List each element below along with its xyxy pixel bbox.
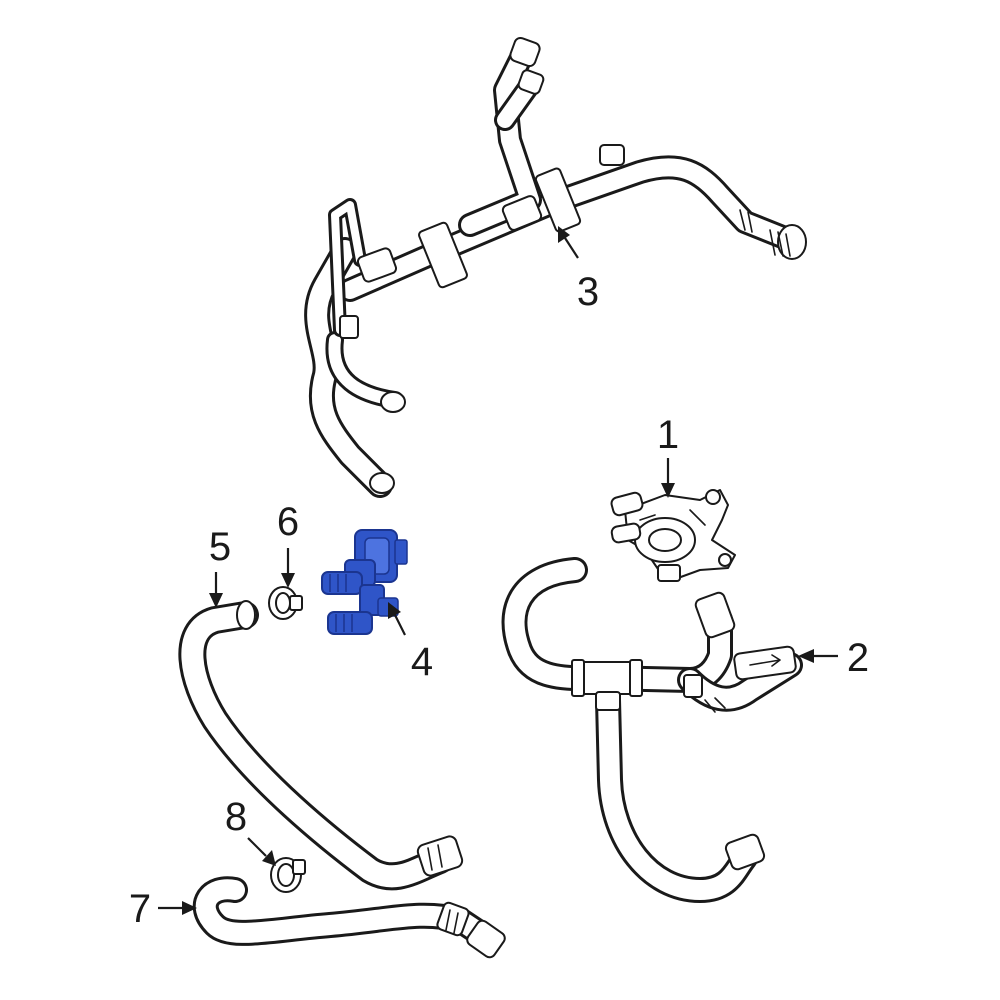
part-4-coolant-valve[interactable] — [321, 529, 408, 635]
part-2-lower-hose-assembly[interactable] — [501, 557, 803, 903]
part-1-water-pump[interactable] — [610, 489, 736, 582]
part-5-hose[interactable] — [178, 600, 464, 891]
part-6-hose-clamp[interactable] — [268, 586, 303, 620]
callout-6: 6 — [277, 500, 299, 544]
part-8-hose-clamp[interactable] — [270, 857, 306, 893]
callout-4: 4 — [411, 640, 433, 684]
part-3-heater-hose-assembly[interactable] — [304, 36, 807, 498]
callout-3: 3 — [577, 270, 599, 314]
callout-5: 5 — [209, 525, 231, 569]
callout-8: 8 — [225, 795, 247, 839]
callout-leaders — [158, 226, 838, 915]
callout-7: 7 — [129, 887, 151, 931]
part-7-hose[interactable] — [192, 876, 507, 959]
callout-1: 1 — [657, 413, 679, 457]
callout-labels: 1 2 3 4 5 6 7 8 — [129, 270, 869, 931]
callout-2: 2 — [847, 636, 869, 680]
